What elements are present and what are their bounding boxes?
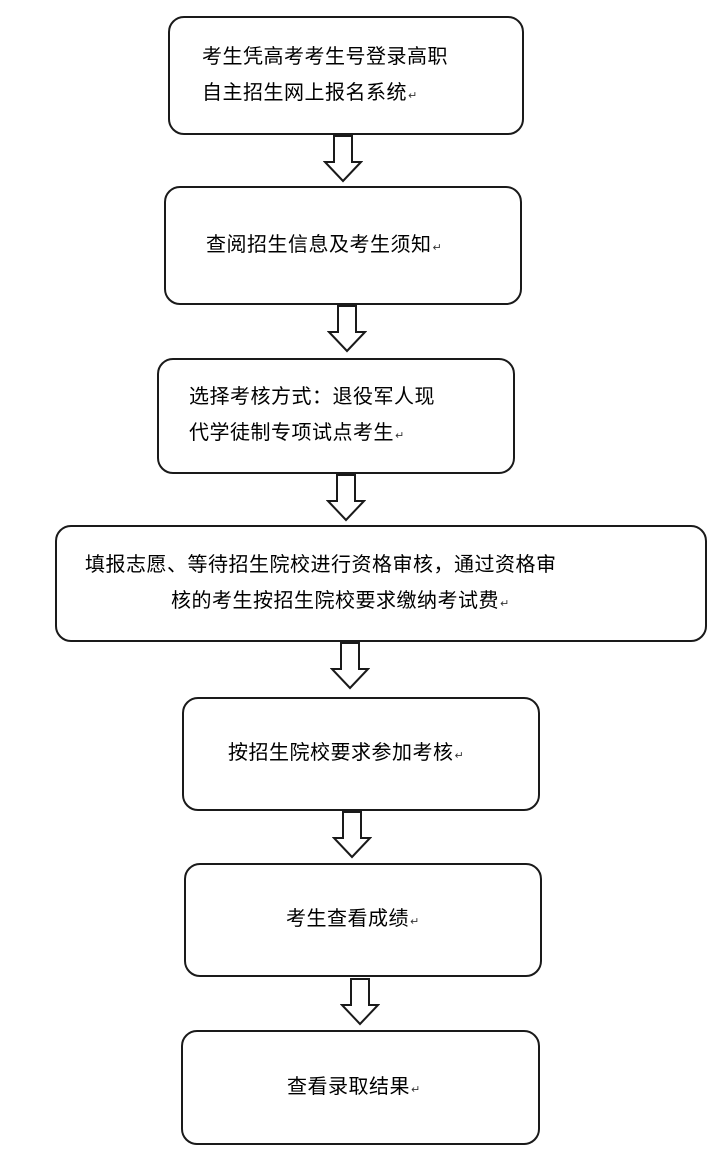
step-3-box: 选择考核方式：退役军人现 代学徒制专项试点考生↵ bbox=[157, 358, 515, 474]
down-arrow-icon bbox=[323, 135, 363, 183]
step-1-line-1: 考生凭高考考生号登录高职 bbox=[202, 43, 448, 68]
step-1-box: 考生凭高考考生号登录高职 自主招生网上报名系统↵ bbox=[168, 16, 524, 135]
down-arrow-icon bbox=[326, 474, 366, 522]
step-4-box: 填报志愿、等待招生院校进行资格审核，通过资格审 核的考生按招生院校要求缴纳考试费… bbox=[55, 525, 707, 642]
paragraph-mark-icon: ↵ bbox=[410, 915, 420, 928]
step-1-line-2: 自主招生网上报名系统↵ bbox=[202, 79, 418, 104]
step-7-box: 查看录取结果↵ bbox=[181, 1030, 540, 1145]
down-arrow-icon bbox=[332, 811, 372, 859]
paragraph-mark-icon: ↵ bbox=[500, 596, 510, 610]
step-6-box: 考生查看成绩↵ bbox=[184, 863, 542, 977]
step-5-line-1: 按招生院校要求参加考核↵ bbox=[228, 740, 465, 764]
down-arrow-icon bbox=[327, 305, 367, 353]
step-6-line-1: 考生查看成绩↵ bbox=[286, 906, 420, 930]
down-arrow-icon bbox=[340, 978, 380, 1026]
step-2-line-1: 查阅招生信息及考生须知↵ bbox=[206, 231, 443, 256]
paragraph-mark-icon: ↵ bbox=[432, 240, 443, 254]
step-7-line-1: 查看录取结果↵ bbox=[287, 1073, 421, 1098]
step-3-line-2: 代学徒制专项试点考生↵ bbox=[189, 420, 405, 444]
paragraph-mark-icon: ↵ bbox=[408, 88, 418, 102]
step-4-line-2: 核的考生按招生院校要求缴纳考试费↵ bbox=[171, 587, 510, 612]
paragraph-mark-icon: ↵ bbox=[454, 749, 465, 762]
down-arrow-icon bbox=[330, 642, 370, 690]
paragraph-mark-icon: ↵ bbox=[411, 1082, 421, 1096]
step-2-box: 查阅招生信息及考生须知↵ bbox=[164, 186, 522, 305]
step-4-line-1: 填报志愿、等待招生院校进行资格审核，通过资格审 bbox=[85, 551, 557, 576]
step-5-box: 按招生院校要求参加考核↵ bbox=[182, 697, 540, 811]
step-3-line-1: 选择考核方式：退役军人现 bbox=[189, 384, 435, 408]
paragraph-mark-icon: ↵ bbox=[395, 429, 405, 442]
